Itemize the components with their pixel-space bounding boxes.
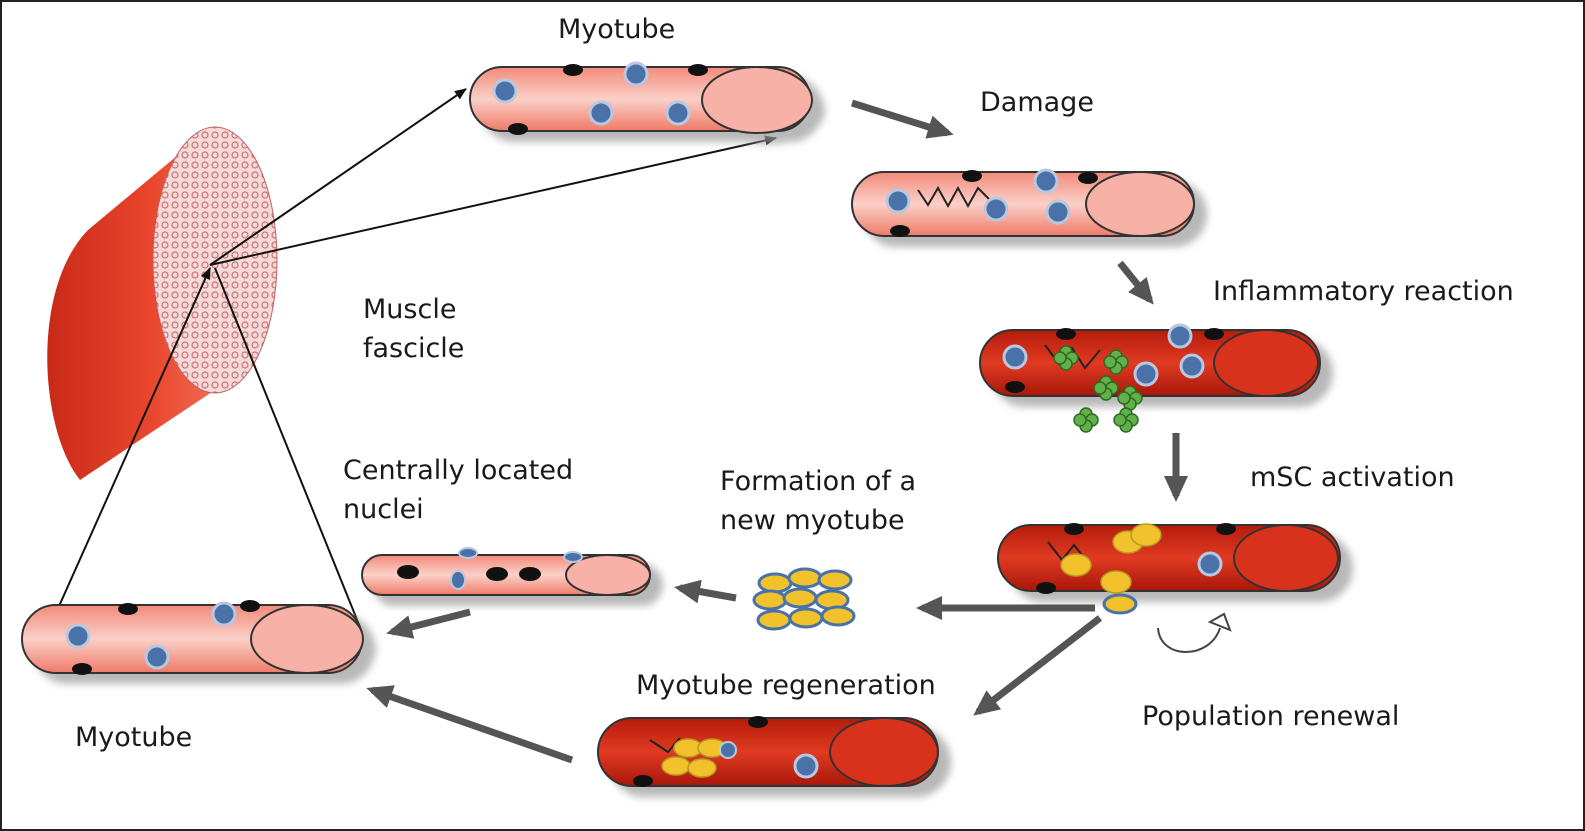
label-formation-new-myotube: Formation of a new myotube [720, 466, 917, 536]
regenerating-myotube-details [633, 716, 819, 787]
label-population-renewal: Population renewal [1142, 701, 1400, 732]
msc-activation-myotube [997, 524, 1341, 592]
immune-cells [1053, 345, 1143, 433]
label-msc-activation: mSC activation [1250, 462, 1455, 493]
label-inflammatory-reaction: Inflammatory reaction [1213, 276, 1514, 307]
central-nuclei-details [397, 547, 583, 590]
regenerating-myotube [597, 717, 939, 787]
new-myotube-cells [752, 567, 856, 631]
process-arrows [366, 99, 1188, 764]
label-myotube-top: Myotube [558, 14, 676, 45]
myotube-bottom [21, 604, 364, 674]
label-myotube-regeneration: Myotube regeneration [636, 670, 936, 701]
inflamed-myotube-details [1002, 323, 1224, 393]
label-muscle-fascicle: Muscle fascicle [363, 294, 465, 364]
muscle-fascicle-cone [47, 126, 278, 480]
zoom-lines [34, 88, 777, 661]
myotube-top [469, 66, 813, 134]
damaged-myotube-details [885, 168, 1098, 237]
label-damage: Damage [980, 87, 1094, 118]
label-centrally-located-nuclei: Centrally located nuclei [343, 455, 574, 525]
msc-activation-details [1036, 523, 1236, 615]
label-myotube-bottom: Myotube [75, 722, 193, 753]
population-renewal-arrow [1157, 612, 1232, 653]
myotube-top-nuclei [492, 61, 708, 135]
myotube-bottom-nuclei [65, 600, 260, 675]
